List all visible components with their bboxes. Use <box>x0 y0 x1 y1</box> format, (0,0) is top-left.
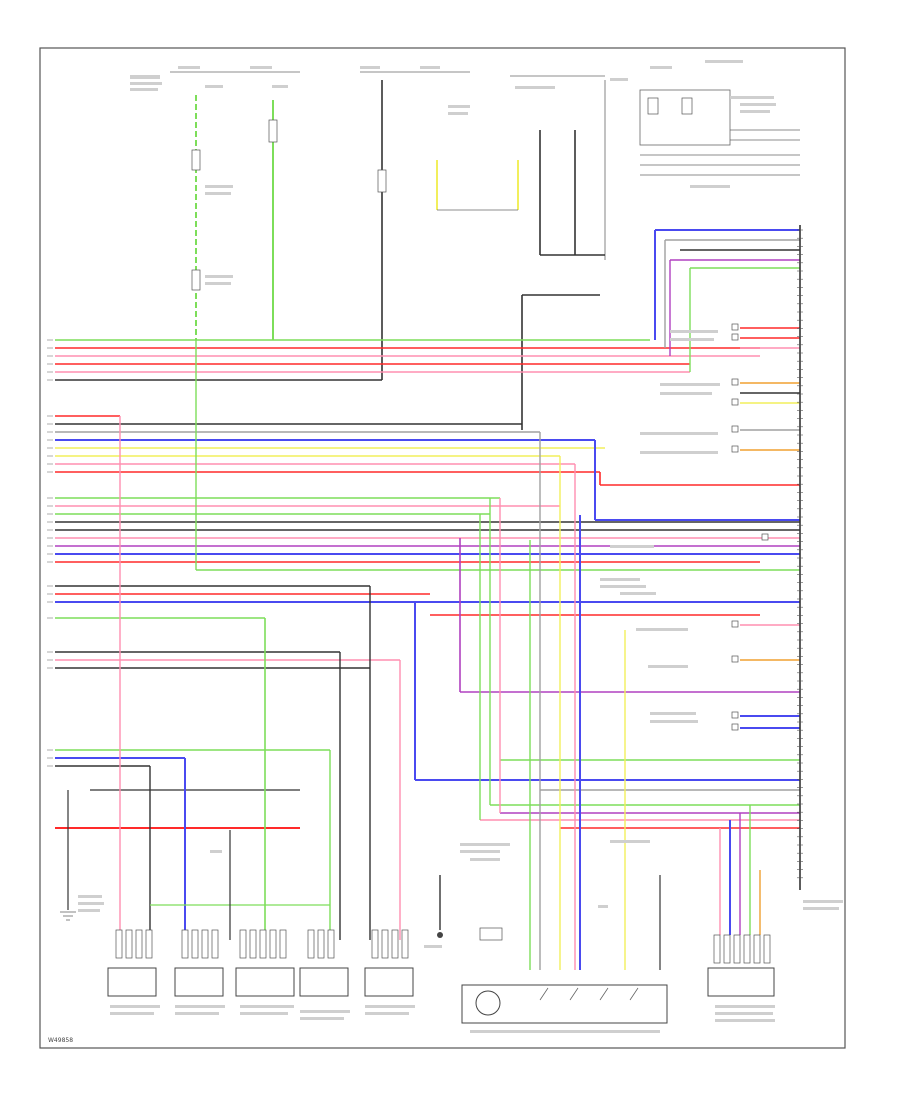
fine-print-block <box>640 432 718 435</box>
fine-print-block <box>648 665 688 668</box>
fine-print-block <box>448 112 468 115</box>
fine-print-block <box>610 78 628 81</box>
fine-print-block <box>78 909 100 912</box>
fine-print-block <box>300 1017 344 1020</box>
fine-print-block <box>205 192 231 195</box>
fine-print-block <box>740 110 770 113</box>
fine-print-block <box>205 282 231 285</box>
ground-symbols <box>60 911 443 938</box>
fine-print-block <box>650 66 672 69</box>
transmission-control-switch <box>461 927 668 1024</box>
fine-print-block <box>620 592 656 595</box>
fine-print-block <box>78 902 104 905</box>
fine-print-block <box>420 66 440 69</box>
fine-print-block <box>272 85 288 88</box>
fine-print-block <box>640 451 718 454</box>
fine-print-block <box>110 1005 160 1008</box>
fine-print-block <box>670 338 714 341</box>
fine-print-block <box>365 1005 415 1008</box>
injector-connector-2 <box>174 929 224 997</box>
fine-print-block <box>610 840 650 843</box>
fine-print-block <box>360 66 380 69</box>
vertical-wire-runs <box>67 230 800 970</box>
ecm-pin-column <box>797 225 803 890</box>
fine-print-block <box>715 1012 773 1015</box>
fine-print-block <box>210 850 222 853</box>
fine-print-block <box>610 545 654 548</box>
diagram-code: W49858 <box>48 1037 73 1044</box>
fine-print-block <box>205 85 223 88</box>
injector-connector-4 <box>364 929 414 997</box>
fine-print-block <box>740 103 776 106</box>
fine-print-block <box>240 1005 294 1008</box>
fine-print-block <box>660 392 712 395</box>
air-fuel-sensor-connector <box>707 934 775 997</box>
device-tags <box>731 323 769 731</box>
fine-print-block <box>130 75 160 79</box>
fine-print-block <box>598 905 608 908</box>
power-supply-section <box>170 71 800 430</box>
fine-print-block <box>803 907 839 910</box>
fine-print-block <box>460 850 500 853</box>
fine-print-block <box>78 895 102 898</box>
fine-print-block <box>650 720 698 723</box>
fine-print-block <box>670 330 718 333</box>
injector-connector-3 <box>299 929 349 997</box>
fine-print-block <box>130 88 158 91</box>
sensor-connector <box>235 929 295 997</box>
fine-print-block <box>715 1005 775 1008</box>
fine-print-block <box>600 578 640 581</box>
wire-runs <box>55 229 800 829</box>
fine-print-block <box>600 585 646 588</box>
fine-print-block <box>448 105 470 108</box>
injector-connector-1 <box>107 929 157 997</box>
fine-print-block <box>636 628 688 631</box>
fine-print-block <box>178 66 200 69</box>
left-terminal-marks <box>47 339 53 767</box>
fine-print-block <box>130 82 162 85</box>
fine-print-block <box>424 945 442 948</box>
fine-print-block <box>650 712 696 715</box>
fine-print-block <box>205 185 233 188</box>
fine-print-block <box>470 858 500 861</box>
fine-print-block <box>715 1019 775 1022</box>
fine-print-block <box>730 96 774 99</box>
fine-print-block <box>660 383 720 386</box>
fine-print-block <box>300 1010 350 1013</box>
fine-print-block <box>175 1012 219 1015</box>
fine-print-block <box>690 185 730 188</box>
component-label-text <box>78 60 843 1033</box>
diagram-frame <box>39 47 846 1049</box>
fine-print-block <box>470 1030 660 1033</box>
fine-print-block <box>250 66 272 69</box>
fine-print-block <box>705 60 743 63</box>
fine-print-block <box>803 900 843 903</box>
fine-print-block <box>175 1005 225 1008</box>
fine-print-block <box>240 1012 288 1015</box>
fine-print-block <box>205 275 233 278</box>
fine-print-block <box>515 86 555 89</box>
fine-print-block <box>365 1012 409 1015</box>
fine-print-block <box>460 843 510 846</box>
fine-print-block <box>110 1012 154 1015</box>
